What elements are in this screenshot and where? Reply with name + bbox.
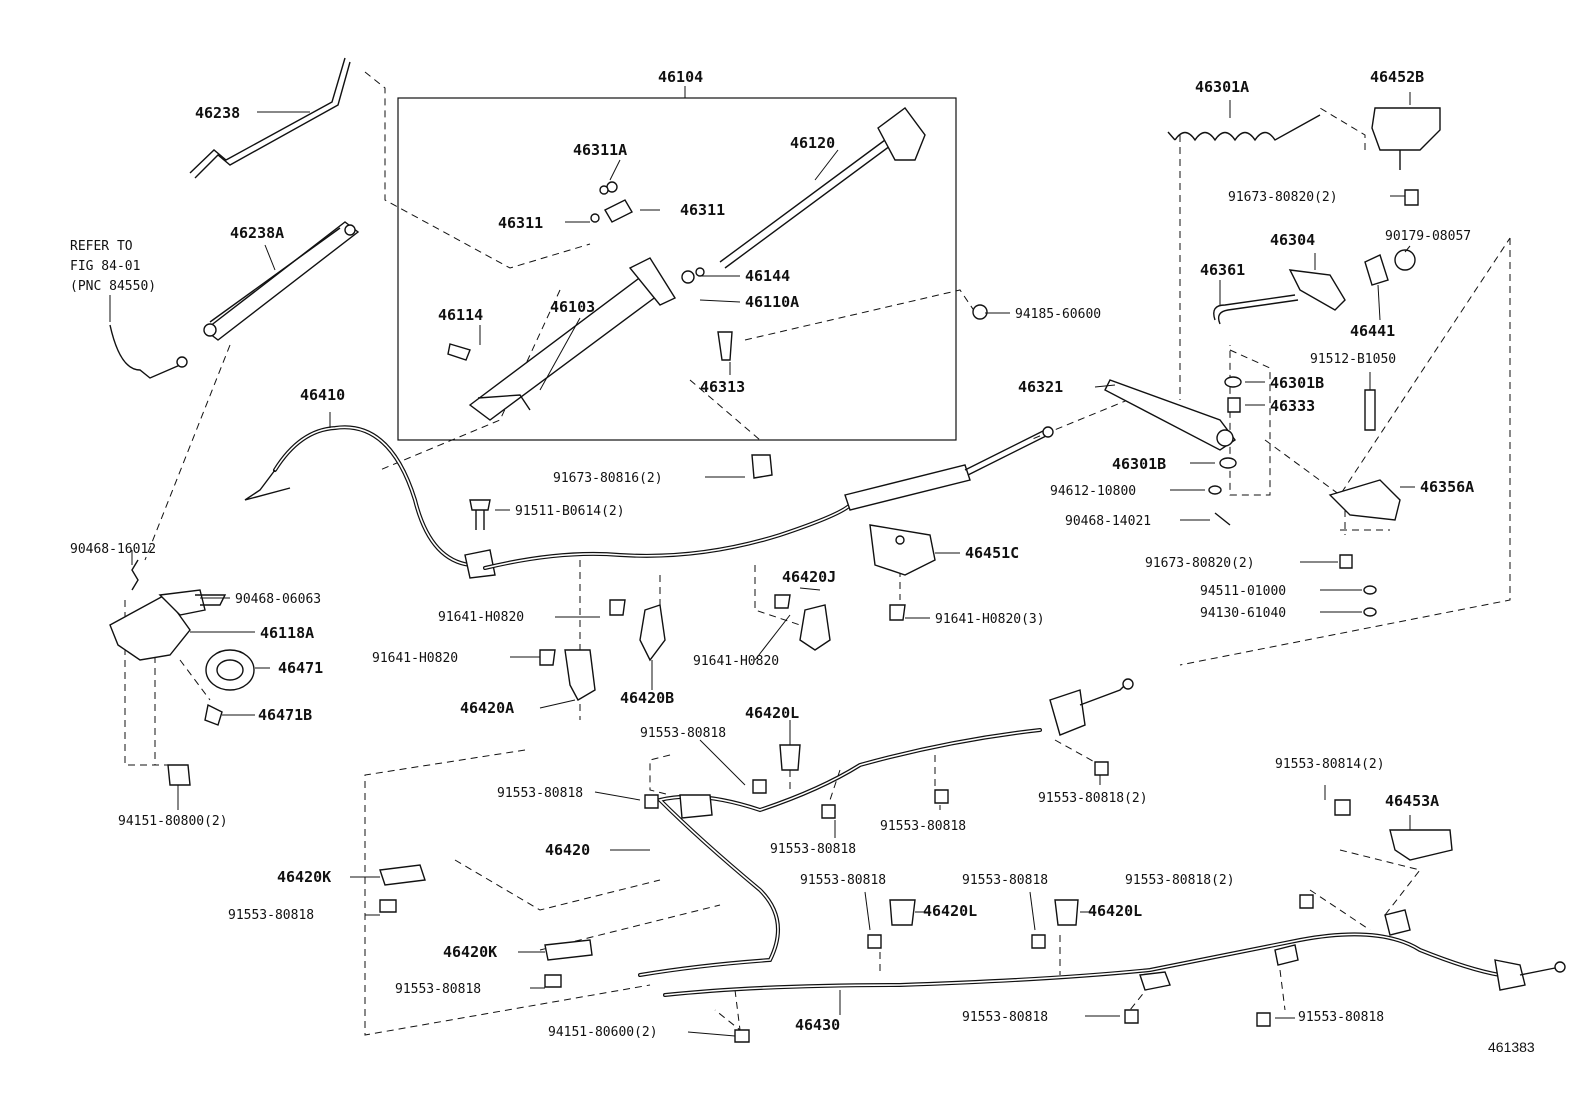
label-91553-80818-2: 91553-80818(2) bbox=[1038, 791, 1148, 806]
label-46471: 46471 bbox=[278, 659, 323, 677]
figure-number: 461383 bbox=[1488, 1039, 1535, 1055]
label-46304: 46304 bbox=[1270, 231, 1315, 249]
label-46453A: 46453A bbox=[1385, 792, 1439, 810]
label-46103: 46103 bbox=[550, 298, 595, 316]
label-91641-H0820-a: 91641-H0820 bbox=[438, 610, 524, 625]
label-46321: 46321 bbox=[1018, 378, 1063, 396]
label-91553-80818-b: 91553-80818 bbox=[497, 786, 583, 801]
label-46430: 46430 bbox=[795, 1016, 840, 1034]
label-91553-80818-h: 91553-80818 bbox=[800, 873, 886, 888]
label-46420L-b: 46420L bbox=[923, 902, 977, 920]
label-91553-80818-l: 91553-80818 bbox=[1298, 1010, 1384, 1025]
label-91511-B0614: 91511-B0614(2) bbox=[515, 504, 625, 519]
label-46471B: 46471B bbox=[258, 706, 312, 724]
refer-note-line3: (PNC 84550) bbox=[70, 279, 156, 294]
label-90468-06063: 90468-06063 bbox=[235, 592, 321, 607]
label-94130-61040: 94130-61040 bbox=[1200, 606, 1286, 621]
label-91553-80818-j: 91553-80818(2) bbox=[1125, 873, 1235, 888]
label-46420A: 46420A bbox=[460, 699, 514, 717]
label-90468-14021: 90468-14021 bbox=[1065, 514, 1151, 529]
label-46420L-a: 46420L bbox=[745, 704, 799, 722]
label-46333: 46333 bbox=[1270, 397, 1315, 415]
label-94185-60600: 94185-60600 bbox=[1015, 307, 1101, 322]
label-91553-80818-e: 91553-80818 bbox=[880, 819, 966, 834]
label-46420: 46420 bbox=[545, 841, 590, 859]
label-assembly: 46104 bbox=[658, 68, 703, 86]
label-46311-left: 46311 bbox=[498, 214, 543, 232]
label-94511-01000: 94511-01000 bbox=[1200, 584, 1286, 599]
label-46311A: 46311A bbox=[573, 141, 627, 159]
label-91512-B1050: 91512-B1050 bbox=[1310, 352, 1396, 367]
label-91673-80820-a: 91673-80820(2) bbox=[1228, 190, 1338, 205]
label-46311-right: 46311 bbox=[680, 201, 725, 219]
label-46238A: 46238A bbox=[230, 224, 284, 242]
label-46441: 46441 bbox=[1350, 322, 1395, 340]
label-46420B: 46420B bbox=[620, 689, 674, 707]
label-91641-H0820-c: 91641-H0820 bbox=[693, 654, 779, 669]
refer-note-line1: REFER TO bbox=[70, 239, 133, 254]
label-46420J: 46420J bbox=[782, 568, 836, 586]
label-46118A: 46118A bbox=[260, 624, 314, 642]
label-91673-80816: 91673-80816(2) bbox=[553, 471, 663, 486]
label-46420L-c: 46420L bbox=[1088, 902, 1142, 920]
label-46301A: 46301A bbox=[1195, 78, 1249, 96]
label-94151-80600: 94151-80600(2) bbox=[548, 1025, 658, 1040]
label-46120: 46120 bbox=[790, 134, 835, 152]
label-91553-80818-g: 91553-80818 bbox=[395, 982, 481, 997]
label-46356A: 46356A bbox=[1420, 478, 1474, 496]
label-46451C: 46451C bbox=[965, 544, 1019, 562]
label-91553-80818-k: 91553-80818 bbox=[962, 1010, 1048, 1025]
assembly-box bbox=[397, 97, 957, 441]
label-46313: 46313 bbox=[700, 378, 745, 396]
label-46114: 46114 bbox=[438, 306, 483, 324]
label-46301B-top: 46301B bbox=[1270, 374, 1324, 392]
label-94612-10800: 94612-10800 bbox=[1050, 484, 1136, 499]
label-46420K-b: 46420K bbox=[443, 943, 497, 961]
label-46361: 46361 bbox=[1200, 261, 1245, 279]
label-91641-H0820-b: 91641-H0820 bbox=[372, 651, 458, 666]
label-91553-80818-f: 91553-80818 bbox=[228, 908, 314, 923]
label-91641-H0820-3: 91641-H0820(3) bbox=[935, 612, 1045, 627]
label-91553-80818-i: 91553-80818 bbox=[962, 873, 1048, 888]
refer-note-line2: FIG 84-01 bbox=[70, 259, 140, 274]
label-46238: 46238 bbox=[195, 104, 240, 122]
label-90468-16012: 90468-16012 bbox=[70, 542, 156, 557]
label-46144: 46144 bbox=[745, 267, 790, 285]
label-46410: 46410 bbox=[300, 386, 345, 404]
label-46452B: 46452B bbox=[1370, 68, 1424, 86]
label-91553-80818-a: 91553-80818 bbox=[640, 726, 726, 741]
label-94151-80800: 94151-80800(2) bbox=[118, 814, 228, 829]
label-91553-80814: 91553-80814(2) bbox=[1275, 757, 1385, 772]
label-46420K-a: 46420K bbox=[277, 868, 331, 886]
label-46301B-bottom: 46301B bbox=[1112, 455, 1166, 473]
label-91673-80820-b: 91673-80820(2) bbox=[1145, 556, 1255, 571]
label-91553-80818-d: 91553-80818 bbox=[770, 842, 856, 857]
label-46110A: 46110A bbox=[745, 293, 799, 311]
label-90179-08057: 90179-08057 bbox=[1385, 229, 1471, 244]
